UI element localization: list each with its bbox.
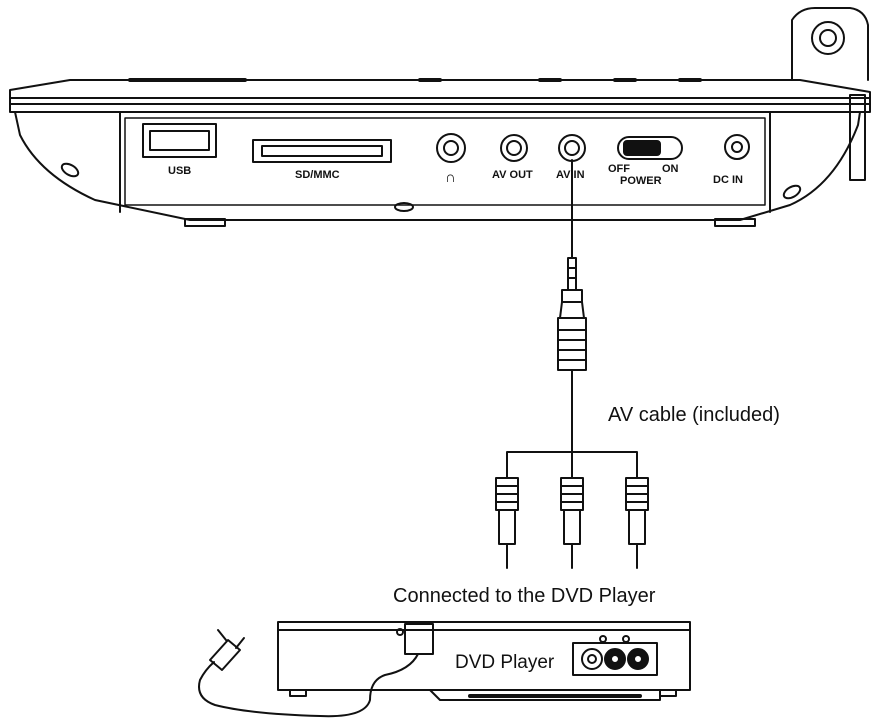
dc-in-jack xyxy=(724,134,750,160)
av-out-jack xyxy=(500,134,528,162)
av-in-jack xyxy=(558,134,586,162)
power-switch xyxy=(617,136,683,160)
av-cable xyxy=(495,159,649,569)
dvd-player-label: DVD Player xyxy=(455,652,555,673)
sd-mmc-label: SD/MMC xyxy=(295,169,340,181)
av-cable-caption: AV cable (included) xyxy=(608,404,780,426)
power-cord xyxy=(198,629,419,718)
power-label: POWER xyxy=(620,175,662,187)
usb-port xyxy=(142,123,217,158)
headphone-icon: ∩ xyxy=(445,169,456,186)
av-out-label: AV OUT xyxy=(492,169,533,181)
rca-plug-right xyxy=(625,477,649,569)
usb-label: USB xyxy=(168,165,191,177)
av-in-label: AV IN xyxy=(556,169,585,181)
dc-in-label: DC IN xyxy=(713,174,743,186)
switch-on-label: ON xyxy=(662,163,679,175)
rca-plug-center xyxy=(560,477,584,569)
rca-plug-left xyxy=(495,477,519,569)
headphone-jack xyxy=(436,133,466,163)
sd-mmc-slot xyxy=(252,139,392,163)
connected-caption: Connected to the DVD Player xyxy=(393,585,656,607)
portable-player-body xyxy=(9,7,871,227)
switch-off-label: OFF xyxy=(608,163,630,175)
